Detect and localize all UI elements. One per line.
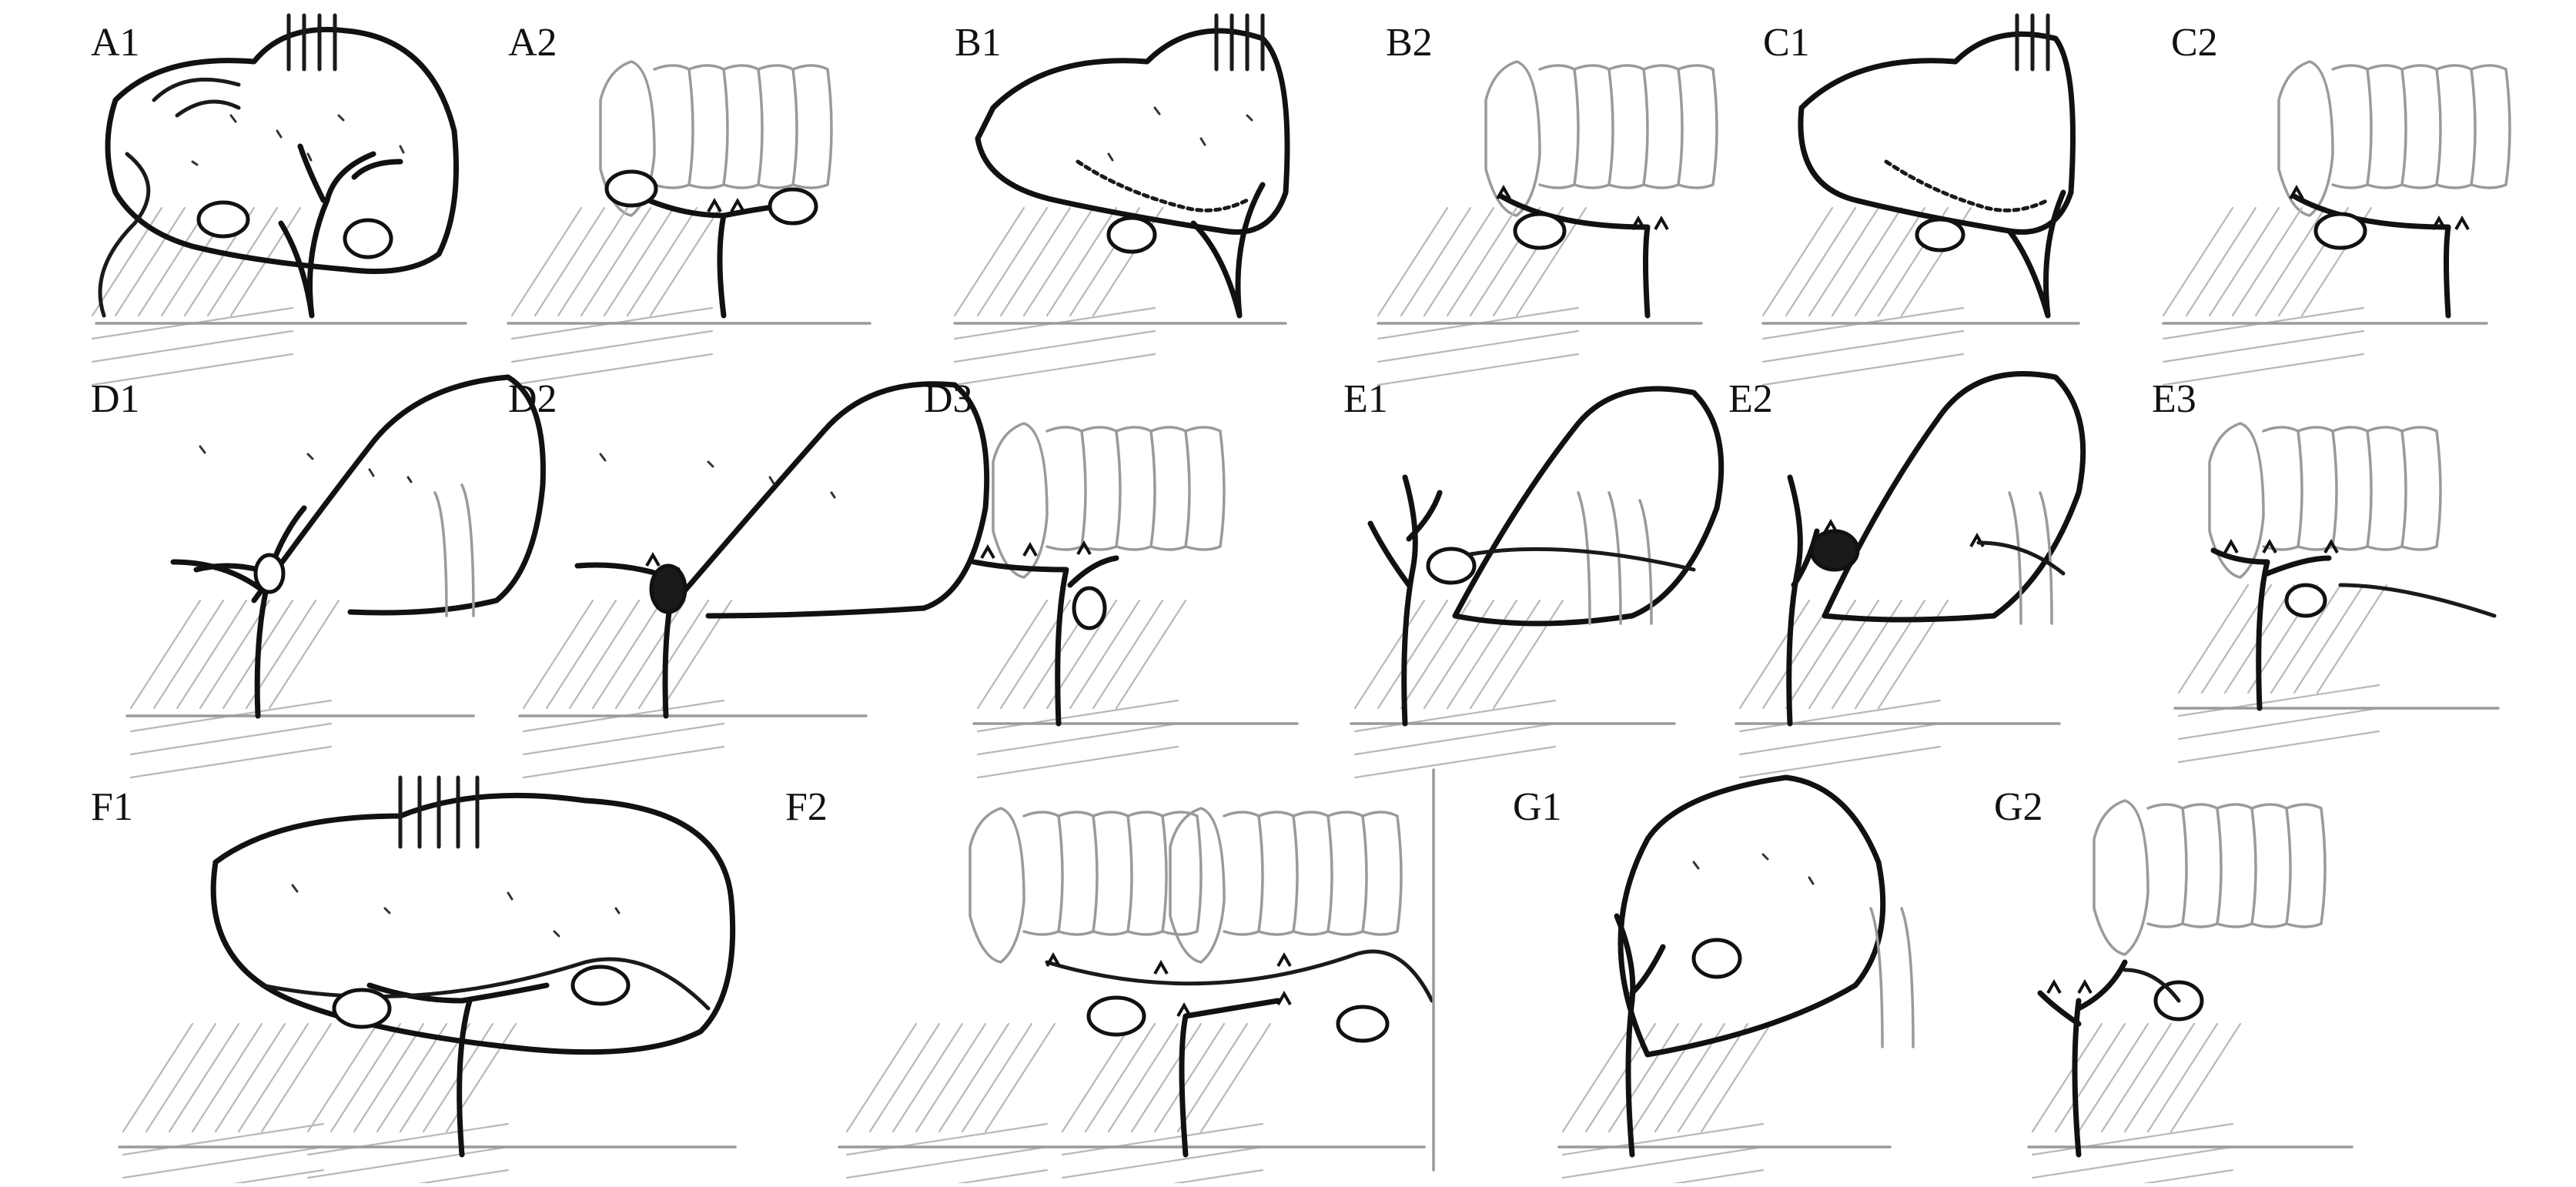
panel-e1: E1 — [1343, 377, 1725, 779]
panel-a1: A1 — [91, 13, 467, 386]
panel-e3: E3 — [2152, 377, 2500, 764]
panel-label-d3: D3 — [924, 377, 973, 421]
panel-b2: B2 — [1377, 21, 1718, 386]
panel-d1: D1 — [91, 374, 546, 779]
panel-label-g1: G1 — [1513, 785, 1562, 829]
panel-label-b1: B1 — [955, 21, 1002, 65]
panel-e2: E2 — [1728, 371, 2086, 779]
panel-label-f2: F2 — [785, 785, 828, 829]
panel-label-e1: E1 — [1343, 377, 1388, 421]
panel-c1: C1 — [1761, 13, 2080, 386]
panel-label-b2: B2 — [1386, 21, 1433, 65]
panel-d2: D2 — [508, 377, 990, 779]
panel-b1: B1 — [953, 13, 1290, 386]
panel-label-a2: A2 — [508, 21, 557, 65]
panel-a2: A2 — [507, 21, 871, 386]
panel-g2: G2 — [1994, 785, 2354, 1187]
panel-c2: C2 — [2162, 21, 2511, 386]
panel-label-g2: G2 — [1994, 785, 2043, 829]
panel-f1: F1 — [91, 775, 737, 1187]
panel-label-e2: E2 — [1728, 377, 1773, 421]
panel-d3: D3 — [924, 377, 1299, 779]
panel-label-c2: C2 — [2171, 21, 2218, 65]
panel-label-e3: E3 — [2152, 377, 2196, 421]
panel-g1: G1 — [1513, 774, 1915, 1187]
panel-label-d1: D1 — [91, 377, 140, 421]
panel-label-d2: D2 — [508, 377, 557, 421]
panel-label-c1: C1 — [1763, 21, 1810, 65]
panel-label-f1: F1 — [91, 785, 133, 829]
panel-f2: F2 — [785, 785, 1434, 1187]
panel-label-a1: A1 — [91, 21, 140, 65]
